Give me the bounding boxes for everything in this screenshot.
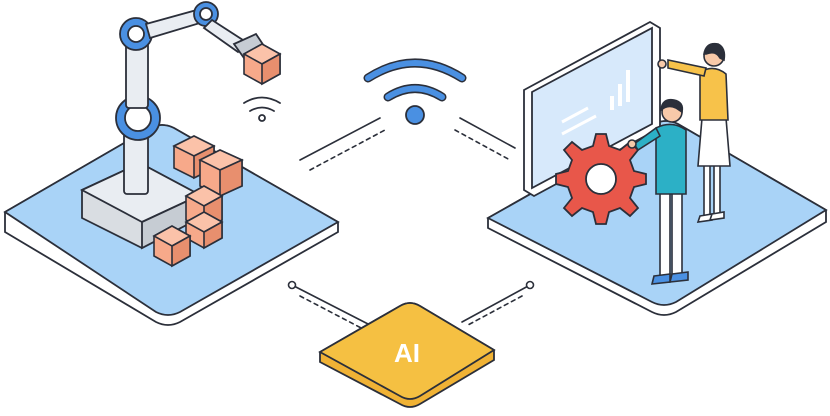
- box-4: [184, 211, 224, 250]
- ai-chip-label: AI: [394, 338, 420, 368]
- link-left-upper: [299, 117, 381, 161]
- link-left-lower-dashed: [299, 295, 366, 331]
- box-5: [152, 225, 192, 268]
- link-node-right: [525, 280, 535, 290]
- link-right-upper: [459, 117, 516, 149]
- link-node-left: [287, 280, 297, 290]
- link-left-upper-dashed: [309, 129, 386, 171]
- link-right-lower-dashed: [467, 295, 523, 326]
- wifi-icon: [363, 58, 467, 125]
- link-right-lower: [461, 284, 531, 323]
- right-platform: [486, 120, 828, 316]
- gear-icon: [555, 133, 647, 225]
- dashboard-screen-icon: [523, 20, 661, 198]
- held-box: [242, 43, 282, 86]
- link-left-lower: [291, 284, 371, 326]
- link-right-upper-dashed: [454, 129, 511, 161]
- ai-chip: AI: [318, 302, 496, 408]
- woman-figure: [657, 42, 731, 223]
- man-figure: [627, 98, 689, 285]
- small-wifi-icon: [243, 96, 281, 122]
- box-stack: [152, 135, 244, 268]
- box-2: [198, 149, 244, 198]
- connector-lines: [291, 117, 531, 331]
